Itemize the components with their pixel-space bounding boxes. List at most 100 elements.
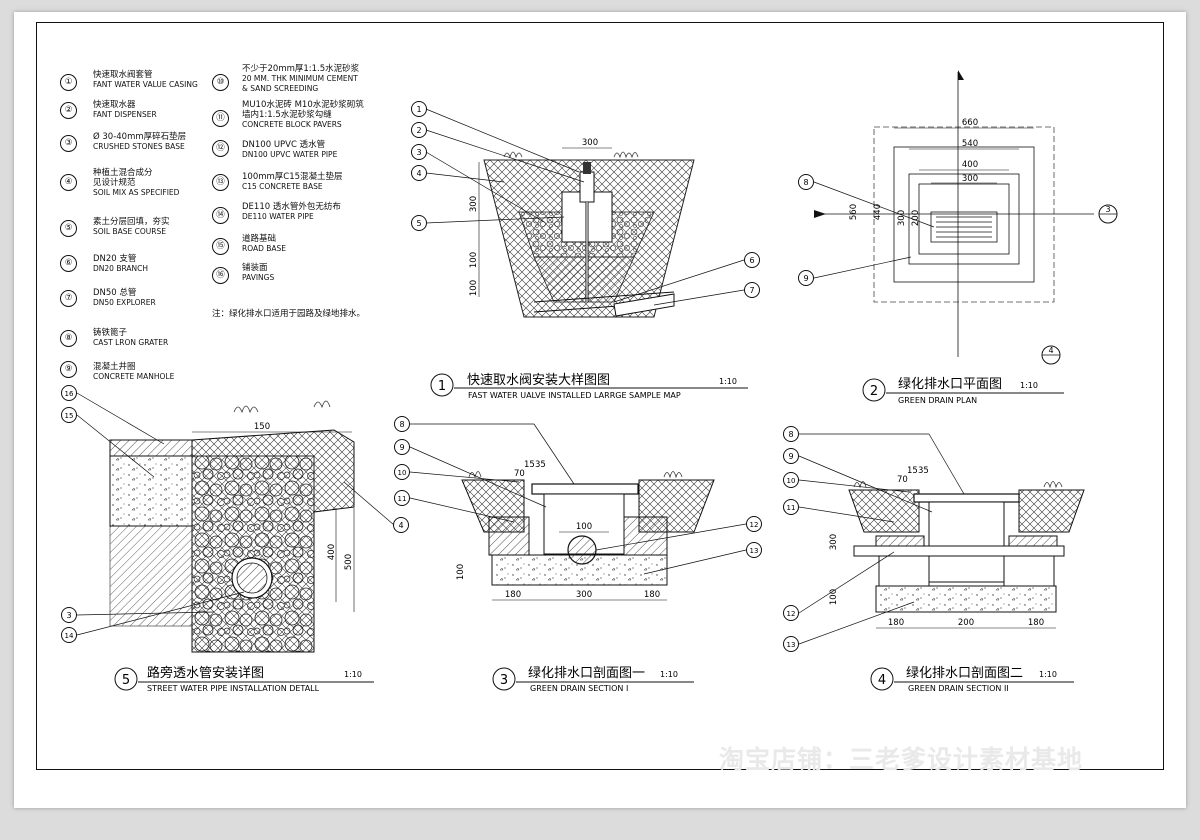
callout-label: 6 [749,256,754,265]
legend-number: ⑨ [60,361,77,378]
dimension-label: 500 [344,554,354,570]
callout-label: 9 [399,443,404,452]
callout-8b: 8 [394,416,575,485]
svg-text:1:10: 1:10 [719,377,737,386]
legend-cn: DN50 总管 [93,288,137,298]
legend-cn: 100mm厚C15混凝土垫层 [242,172,343,182]
drawing-frame [36,22,1164,770]
watermark-text: 淘宝店铺：三老爹设计素材基地 [719,745,1084,774]
drawing-3-drain-section-1: 70 15 35 100 100 180 300 180 8 9 10 11 1… [394,416,762,693]
dimension-label: 100 [456,564,466,580]
dimension-label: 300 [962,174,978,184]
callout-label: 10 [787,477,796,485]
svg-text:1:10: 1:10 [1039,670,1057,679]
legend-number: ⑩ [212,74,229,91]
legend-en: DN100 UPVC WATER PIPE [242,150,338,159]
svg-text:STREET WATER PIPE INSTALLATION: STREET WATER PIPE INSTALLATION DETALL [147,684,320,693]
callout-label: 10 [398,469,407,477]
svg-text:4: 4 [1048,346,1053,355]
callout-8c: 8 [783,426,965,495]
callout-label: 8 [788,430,793,439]
callout-9b: 9 [394,439,547,508]
legend-cn: 种植土混合成分 见设计规范 [93,168,153,188]
callout-2: 2 [411,122,585,183]
svg-text:绿化排水口剖面图一: 绿化排水口剖面图一 [528,666,645,681]
usage-note: 注：绿化排水口适用于园路及绿地排水。 [212,309,366,319]
legend-number: ⑤ [60,220,77,237]
dimension-label: 100 [469,252,479,268]
legend-en: CONCRETE BLOCK PAVERS [242,120,342,129]
callout-16: 16 [61,385,165,445]
svg-text:3: 3 [500,673,508,688]
drawing-title-4: 4 绿化排水口剖面图二 GREEN DRAIN SECTION II 1:10 [870,666,1074,693]
legend-number: ③ [60,135,77,152]
drawing-title-2: 2 绿化排水口平面图 GREEN DRAIN PLAN 1:10 [862,377,1064,405]
legend-number: ⑥ [60,255,77,272]
legend-cn: Ø 30-40mm厚碎石垫层 [93,132,187,142]
svg-text:GREEN DRAIN SECTION II: GREEN DRAIN SECTION II [908,684,1009,693]
callout-1: 1 [411,101,580,173]
callout-label: 11 [787,504,796,512]
dimension-label: 540 [962,139,978,149]
callout-3: 3 [411,144,545,223]
dimension-label: 180 [505,590,521,600]
drawing-title-1: 1 快速取水阀安装大样图图 FAST WATER UALVE INSTALLED… [430,373,748,400]
callout-label: 1 [416,105,421,114]
drawing-4-drain-section-2: 70 15 35 300 100 180 200 180 8 9 10 11 1… [783,426,1085,693]
dimension-label: 70 [514,469,525,479]
legend-en: 20 MM. THK MINIMUM CEMENT & SAND SCREEDI… [242,74,358,93]
callout-5: 5 [411,215,565,231]
dimension-label: 200 [958,618,974,628]
dimension-label: 300 [829,534,839,550]
callout-13b: 13 [783,601,915,652]
callout-13: 13 [643,542,762,575]
callout-label: 8 [399,420,404,429]
legend-cn: DN20 支管 [93,254,137,264]
dimension-label: 400 [327,544,337,560]
callout-15: 15 [61,407,155,478]
legend-number: ② [60,102,77,119]
dimension-label: 180 [644,590,660,600]
legend-en: DN50 EXPLORER [93,298,156,307]
dimension-label: 15 [907,466,918,476]
callout-label: 5 [416,219,421,228]
callout-6: 6 [613,252,760,303]
svg-text:4: 4 [878,673,886,688]
callout-label: 12 [787,610,796,618]
callout-label: 3 [416,148,421,157]
callout-label: 15 [65,412,74,420]
legend-en: DN20 BRANCH [93,264,148,273]
section-mark-4: 4 [1041,345,1061,365]
drawing-5-street-pipe: 150 400 500 16 15 3 14 4 5 路旁透水管安装详图 STR… [61,385,409,693]
legend-number: ⑯ [212,267,229,284]
legend-en: PAVINGS [242,273,275,282]
drawing-title-5: 5 路旁透水管安装详图 STREET WATER PIPE INSTALLATI… [114,665,374,693]
legend-number: ⑧ [60,330,77,347]
legend-cn: 快速取水器 [93,100,136,110]
dimension-label: 560 [849,204,859,220]
svg-text:1:10: 1:10 [344,670,362,679]
svg-text:2: 2 [870,384,878,399]
callout-label: 14 [65,632,74,640]
dimension-label: 15 [524,460,535,470]
callout-label: 9 [803,274,808,283]
callout-label: 13 [750,547,759,555]
legend-number: ⑫ [212,140,229,157]
legend-en: ROAD BASE [242,244,287,253]
legend-cn: 铺装面 [242,263,268,273]
callout-14: 14 [61,591,245,643]
legend-en: SOIL MIX AS SPECIFIED [93,188,180,197]
callout-11b: 11 [783,499,895,523]
legend-en: FANT WATER VALUE CASING [93,80,198,89]
legend-number: ⑪ [212,110,229,127]
dimension-label: 300 [469,196,479,212]
